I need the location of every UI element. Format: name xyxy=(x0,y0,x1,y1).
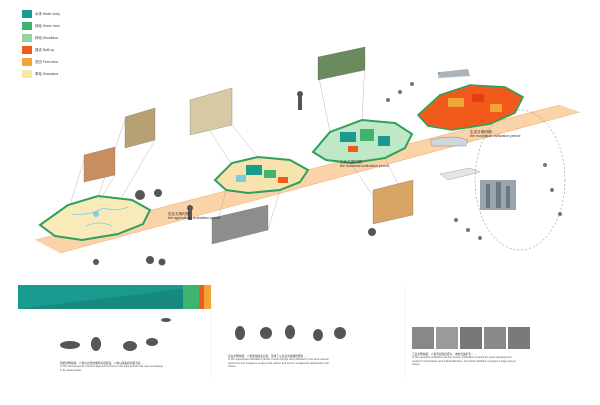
paragraph-zh-natural: 原始文明时期，人类对自然的依附关系很强，人类以采集和渔猎为生…… xyxy=(60,362,146,365)
legend-swatch-woodland xyxy=(22,33,32,42)
site-map-ecological xyxy=(416,84,525,131)
stage-en-agricultural: the agricultural civilization period xyxy=(168,216,220,221)
legend-swatch-built xyxy=(22,45,32,54)
photo-panels xyxy=(83,46,516,245)
legend-item-built: 建设 Built-up xyxy=(22,44,62,55)
paragraph-zh-agricultural: 农业文明时期，人类逐渐改变自然，形成了以农业为基础的聚落…… xyxy=(228,355,309,358)
legend-item-water: 水体 Water body xyxy=(22,8,62,19)
bottom-illustrations xyxy=(60,318,346,351)
paragraph-en-industrial: In the industrial civilization period, h… xyxy=(412,356,516,366)
stage-en-industrial: the industrial civilization period xyxy=(340,164,389,169)
legend-swatch-farm xyxy=(22,57,32,66)
stage-zh-industrial: 工业文明时期 xyxy=(340,160,362,164)
legend-label-water: 水体 Water body xyxy=(35,11,60,16)
stage-label-ecological: 生态文明时期 the ecological civilization perio… xyxy=(470,130,520,138)
legend-label-green: 绿地 Green land xyxy=(35,23,60,28)
legend-swatch-green xyxy=(22,21,32,30)
paragraph-industrial-period: 工业文明时期，人类活动强度增大，城市迅速扩张…… In the industri… xyxy=(412,353,517,366)
paragraph-agricultural-period: 农业文明时期，人类逐渐改变自然，形成了以农业为基础的聚落…… In the ag… xyxy=(228,355,333,368)
legend-item-woodland: 林地 Woodland xyxy=(22,32,62,43)
people-network-circle xyxy=(474,109,566,251)
paragraph-en-natural: In the natural period, humans kept and l… xyxy=(60,365,163,372)
legend-swatch-grass xyxy=(22,69,32,78)
legend-item-farm: 农田 Farm land xyxy=(22,56,62,67)
stage-zh-agricultural: 农业文明时期 xyxy=(168,212,190,216)
people-silhouettes xyxy=(386,82,562,240)
legend-label-grass: 草地 Grassland xyxy=(35,71,59,76)
legend-label-woodland: 林地 Woodland xyxy=(35,35,58,40)
legend-label-farm: 农田 Farm land xyxy=(35,59,58,64)
land-use-legend: 水体 Water body 绿地 Green land 林地 Woodland … xyxy=(22,8,62,80)
stage-zh-ecological: 生态文明时期 xyxy=(470,130,492,134)
legend-label-built: 建设 Built-up xyxy=(35,47,55,52)
legend-swatch-water xyxy=(22,9,32,18)
site-map-industrial xyxy=(311,118,414,165)
stage-label-industrial: 工业文明时期 the industrial civilization perio… xyxy=(340,160,389,168)
legend-item-green: 绿地 Green land xyxy=(22,20,62,31)
legend-item-grass: 草地 Grassland xyxy=(22,68,62,79)
stage-en-ecological: the ecological civilization period xyxy=(470,134,521,139)
paragraph-en-agricultural: In the agricultural civilization period,… xyxy=(228,358,330,368)
site-map-transition xyxy=(213,155,310,195)
site-map-agricultural xyxy=(38,194,152,242)
paragraph-natural-period: 原始文明时期，人类对自然的依附关系很强，人类以采集和渔猎为生…… In the … xyxy=(60,362,165,372)
stage-label-agricultural: 农业文明时期 the agricultural civilization per… xyxy=(168,212,220,220)
paragraph-zh-industrial: 工业文明时期，人类活动强度增大，城市迅速扩张…… xyxy=(412,353,477,356)
silhouette-figures xyxy=(93,91,376,266)
